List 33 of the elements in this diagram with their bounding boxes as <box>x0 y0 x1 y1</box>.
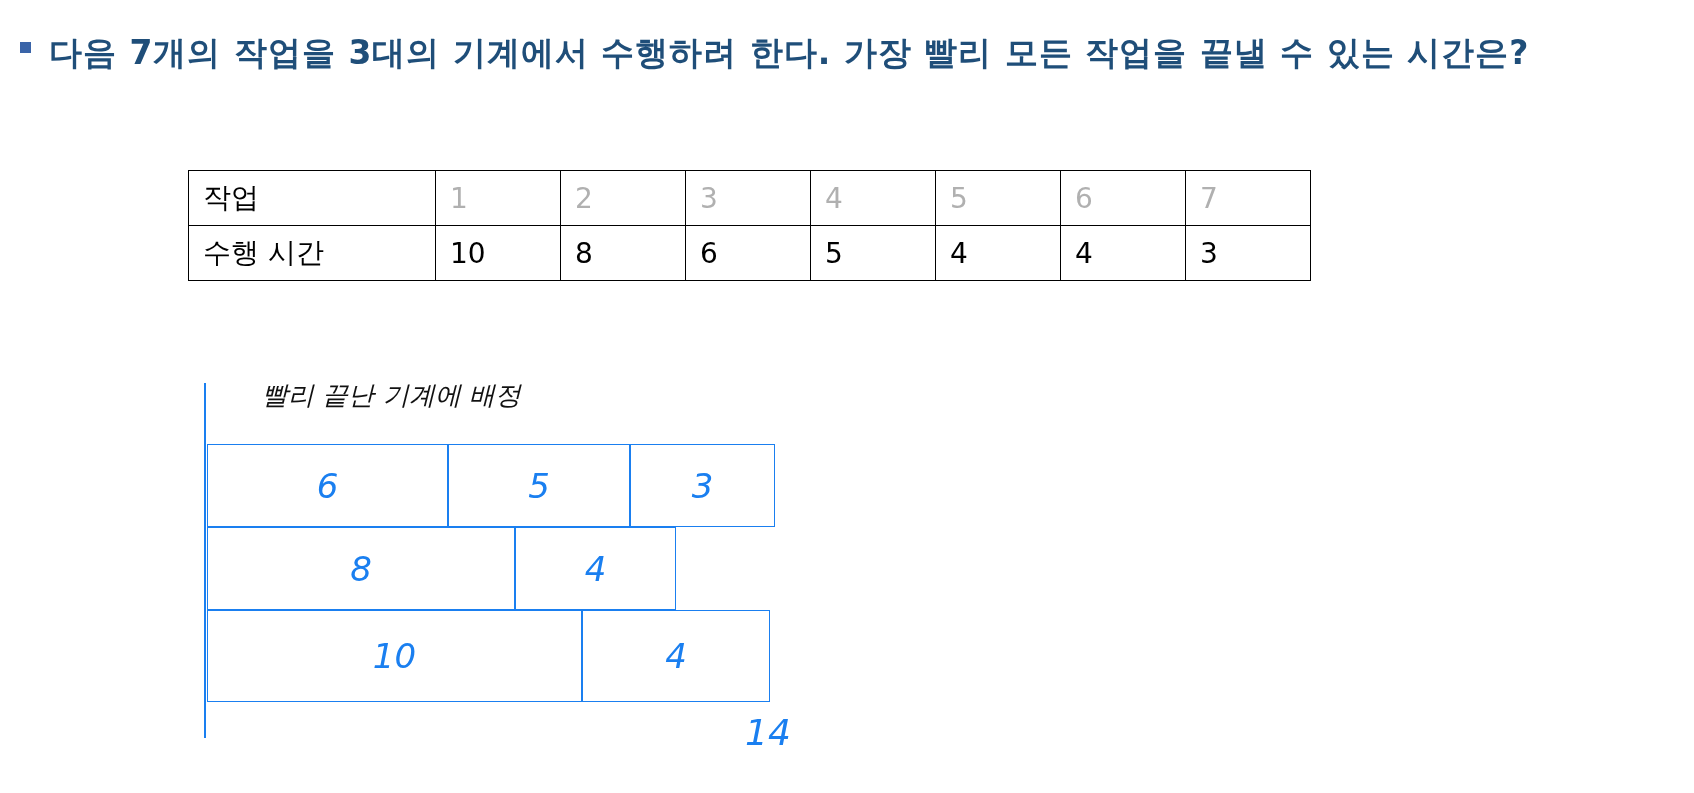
handwritten-note: 빨리 끝난 기계에 배정 <box>262 379 521 412</box>
job-duration: 8 <box>350 548 372 589</box>
job-block <box>207 610 582 702</box>
job-block <box>207 527 515 610</box>
duration-value: 8 <box>560 225 686 281</box>
job-duration: 10 <box>372 636 417 676</box>
job-block <box>582 610 770 702</box>
job-number: 3 <box>685 170 811 226</box>
duration-value: 6 <box>685 225 811 281</box>
job-duration: 4 <box>584 548 607 589</box>
row-header: 작업 <box>188 170 436 226</box>
job-number: 4 <box>810 170 936 226</box>
job-number: 5 <box>935 170 1061 226</box>
job-block <box>448 444 630 527</box>
job-number: 2 <box>560 170 686 226</box>
duration-value: 10 <box>435 225 561 281</box>
job-duration: 6 <box>316 465 339 506</box>
job-duration: 5 <box>528 465 550 506</box>
job-number: 7 <box>1185 170 1311 226</box>
duration-value: 4 <box>1060 225 1186 281</box>
job-block <box>207 444 448 527</box>
job-duration: 4 <box>665 636 687 676</box>
job-block <box>515 527 676 610</box>
job-duration: 3 <box>691 465 714 506</box>
duration-value: 3 <box>1185 225 1311 281</box>
duration-value: 5 <box>810 225 936 281</box>
question-title: 다음 7개의 작업을 3대의 기계에서 수행하려 한다. 가장 빨리 모든 작업을 끝낼 수 있는 시간은? <box>49 32 1530 74</box>
job-number: 6 <box>1060 170 1186 226</box>
makespan-value: 14 <box>745 712 791 753</box>
duration-value: 4 <box>935 225 1061 281</box>
job-block <box>630 444 775 527</box>
job-number: 1 <box>435 170 561 226</box>
row-header: 수행 시간 <box>188 225 436 281</box>
